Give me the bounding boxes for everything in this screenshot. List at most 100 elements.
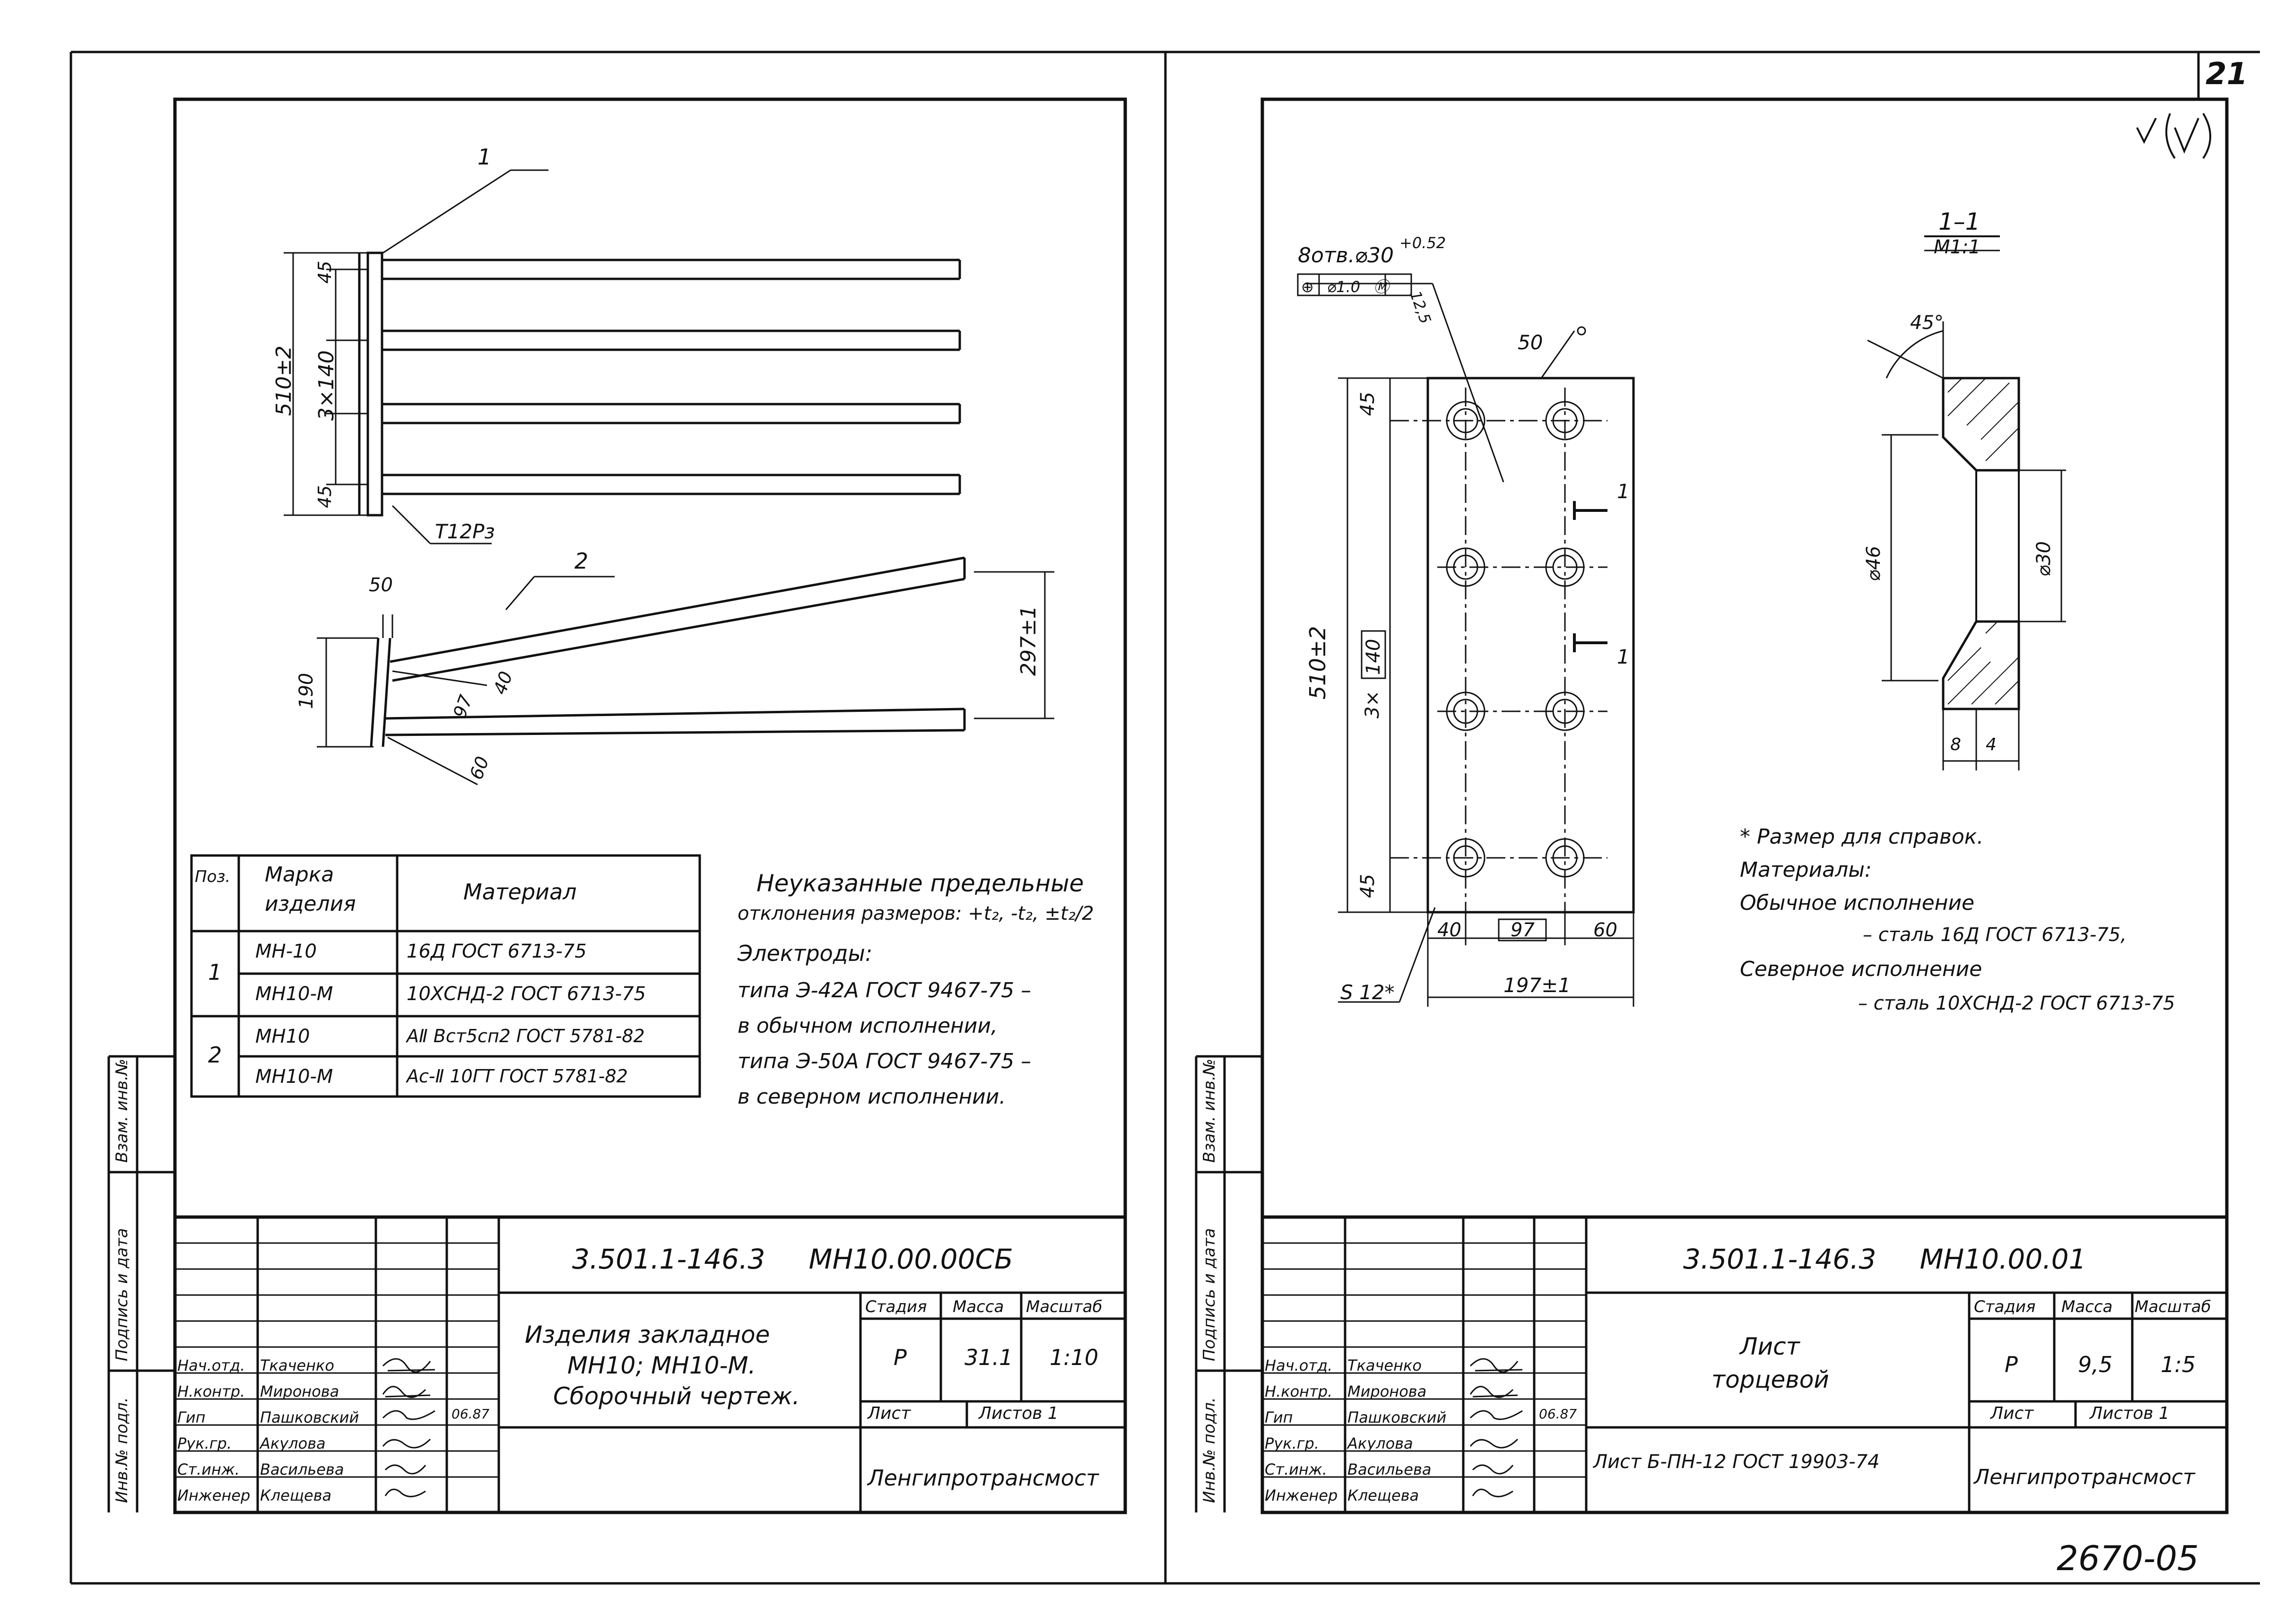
table-row-4-material: Ac-Ⅱ 10ГТ ГОСТ 5781-82 xyxy=(407,1066,628,1087)
right-stamp-podpis-data: Подпись и дата xyxy=(1200,1228,1219,1361)
left-title-line-2: МН10; МН10-М. xyxy=(567,1352,756,1379)
table-row-1-material: 16Д ГОСТ 6713-75 xyxy=(407,941,587,962)
right-note-4: – сталь 16Д ГОСТ 6713-75, xyxy=(1863,924,2127,946)
right-date: 06.87 xyxy=(1539,1406,1577,1422)
right-role-3: Гип xyxy=(1265,1408,1293,1426)
tolerance-frame: ⊕ ⌀1.0 Ⓜ xyxy=(1301,278,1389,296)
left-title-line-3: Сборочный чертеж. xyxy=(553,1382,800,1410)
dim-190: 190 xyxy=(295,673,317,709)
dim-s12: S 12* xyxy=(1340,981,1395,1004)
right-material: Лист Б-ПН-12 ГОСТ 19903-74 xyxy=(1593,1451,1880,1473)
right-col-mass: Масса xyxy=(2061,1297,2113,1316)
right-stamp-inv-podl: Инв.№ подл. xyxy=(1200,1397,1219,1503)
pos2-callout: 2 xyxy=(574,548,589,574)
section-w8: 8 xyxy=(1950,735,1961,754)
section-d30: ⌀30 xyxy=(2033,541,2055,577)
dim-45-top: 45 xyxy=(314,260,335,284)
table-header-pos: Поз. xyxy=(195,867,231,886)
right-note-2: Материалы: xyxy=(1740,858,1872,882)
dim-97-right: 97 xyxy=(1511,919,1535,941)
left-sheet-label: Лист xyxy=(868,1404,911,1423)
right-role-2: Н.контр. xyxy=(1265,1382,1333,1400)
left-name-4: Акулова xyxy=(260,1434,326,1452)
section-mark-top: 1 xyxy=(1617,480,1630,503)
table-row-3-mark: МН10 xyxy=(255,1026,310,1047)
right-col-scale: Масштаб xyxy=(2135,1297,2211,1316)
pos1-callout: 1 xyxy=(478,144,492,170)
note-line-2: отклонения размеров: +t₂, -t₂, ±t₂/2 xyxy=(738,903,1094,924)
table-row-1-pos: 1 xyxy=(208,959,222,985)
table-row-3-pos: 2 xyxy=(208,1042,222,1068)
left-scale: 1:10 xyxy=(1050,1345,1099,1370)
right-sheet-label: Лист xyxy=(1990,1404,2034,1423)
weld-code: Т12Рз xyxy=(435,520,495,543)
left-title-line-1: Изделия закладное xyxy=(525,1321,770,1348)
right-sheets-label: Листов 1 xyxy=(2090,1404,2170,1423)
note-line-1: Неуказанные предельные xyxy=(756,870,1084,897)
right-note-6: – сталь 10ХСНД-2 ГОСТ 6713-75 xyxy=(1858,993,2175,1014)
section-title: 1–1 xyxy=(1938,208,1981,235)
right-name-1: Ткаченко xyxy=(1347,1356,1422,1374)
table-row-2-mark: МН10-М xyxy=(255,983,333,1005)
dim-140-box: 140 xyxy=(1363,639,1384,675)
dim-510: 510±2 xyxy=(272,346,296,416)
right-note-5: Северное исполнение xyxy=(1740,957,1982,981)
stamp-inv-podl: Инв.№ подл. xyxy=(113,1397,131,1503)
left-name-3: Пашковский xyxy=(260,1408,359,1426)
right-title-line-1: Лист xyxy=(1740,1333,1800,1360)
dim-510-right: 510±2 xyxy=(1305,626,1330,700)
hole-tol: +0.52 xyxy=(1399,234,1446,252)
table-row-4-mark: МН10-М xyxy=(255,1066,333,1088)
left-role-4: Рук.гр. xyxy=(177,1434,232,1452)
section-scale: М1:1 xyxy=(1934,236,1981,258)
right-org: Ленгипротрансмост xyxy=(1974,1465,2195,1489)
note-line-4: типа Э-42А ГОСТ 9467-75 – xyxy=(738,978,1032,1002)
dim-297: 297±1 xyxy=(1016,605,1041,676)
section-d46: ⌀46 xyxy=(1863,546,1885,581)
archive-number: 2670-05 xyxy=(2057,1538,2199,1578)
dim-40-right: 40 xyxy=(1437,919,1461,941)
table-row-2-material: 10ХСНД-2 ГОСТ 6713-75 xyxy=(407,983,646,1005)
section-mark-bottom: 1 xyxy=(1617,645,1630,668)
left-col-scale: Масштаб xyxy=(1026,1297,1103,1316)
dim-45-bottom: 45 xyxy=(314,485,335,508)
dim-60-right: 60 xyxy=(1593,919,1617,941)
right-title-line-2: торцевой xyxy=(1711,1366,1829,1393)
dim-3x140: 3×140 xyxy=(314,350,339,421)
right-doc-code: 3.501.1-146.3 МН10.00.01 xyxy=(1683,1243,2086,1275)
stamp-podpis-data: Подпись и дата xyxy=(113,1228,131,1361)
left-doc-code: 3.501.1-146.3 МН10.00.00СБ xyxy=(572,1243,1013,1275)
left-col-stage: Стадия xyxy=(865,1297,927,1316)
right-note-3: Обычное исполнение xyxy=(1740,891,1975,915)
right-stage: Р xyxy=(2005,1352,2018,1377)
dim-50-right: 50 xyxy=(1518,331,1543,354)
right-note-1: * Размер для справок. xyxy=(1740,825,1984,849)
right-name-2: Миронова xyxy=(1347,1382,1427,1400)
note-line-7: в северном исполнении. xyxy=(738,1085,1006,1109)
left-role-6: Инженер xyxy=(177,1486,251,1504)
left-name-2: Миронова xyxy=(260,1382,339,1400)
right-mass: 9,5 xyxy=(2078,1352,2113,1377)
left-date: 06.87 xyxy=(452,1406,490,1422)
table-header-material: Материал xyxy=(463,879,577,905)
dim-45-top-right: 45 xyxy=(1357,392,1379,416)
right-name-5: Васильева xyxy=(1347,1460,1432,1478)
right-name-6: Клещева xyxy=(1347,1486,1419,1504)
left-col-mass: Масса xyxy=(953,1297,1004,1316)
holes-spec: 8отв.⌀30 xyxy=(1298,243,1394,268)
note-line-6: типа Э-50А ГОСТ 9467-75 – xyxy=(738,1049,1032,1073)
left-role-3: Гип xyxy=(177,1408,206,1426)
stamp-vzam-inv: Взам. инв.№ xyxy=(113,1058,131,1163)
right-name-3: Пашковский xyxy=(1347,1408,1447,1426)
left-role-5: Ст.инж. xyxy=(177,1460,240,1478)
note-line-5: в обычном исполнении, xyxy=(738,1014,998,1038)
right-role-5: Ст.инж. xyxy=(1265,1460,1327,1478)
dim-45-bottom-right: 45 xyxy=(1357,874,1379,898)
left-signatures-icon xyxy=(382,1358,435,1497)
table-row-1-mark: МН-10 xyxy=(255,941,317,962)
table-row-3-material: АⅡ Вст5сп2 ГОСТ 5781-82 xyxy=(407,1026,645,1046)
right-stamp-vzam-inv: Взам. инв.№ xyxy=(1200,1058,1219,1163)
left-stage: Р xyxy=(894,1345,907,1370)
left-name-5: Васильева xyxy=(260,1460,344,1478)
